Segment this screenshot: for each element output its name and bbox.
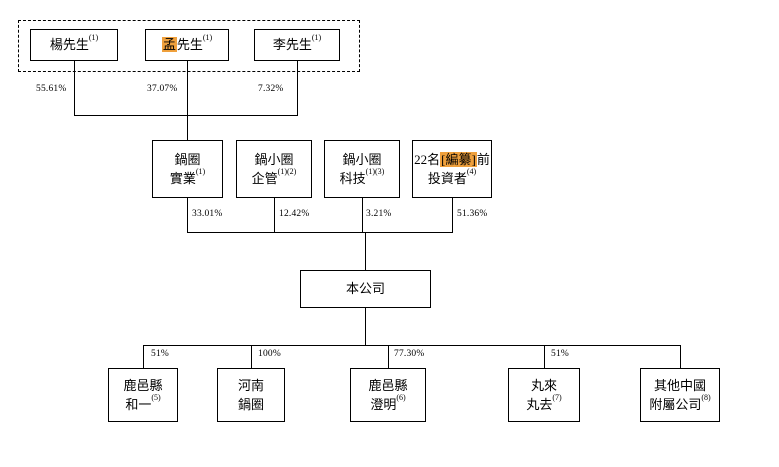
entity-name-line2: 附屬公司(8) [649,393,711,412]
ownership-percentage: 12.42% [279,209,310,219]
connector-line [274,198,275,232]
entity-name-line1: 22名[編纂]前 [414,151,490,167]
entity-name-line2: 企管(1)(2) [251,167,297,186]
connector-line [544,345,545,368]
entity-name-line2: 實業(1) [169,167,206,186]
entity-name-line1: 鹿邑縣 [368,377,408,393]
entity-name-line1: 鍋圈 [174,151,201,167]
subsidiary-box-wanlai-wanqu: 丸來 丸去(7) [508,368,580,422]
ownership-percentage: 51% [551,349,570,359]
ownership-percentage: 100% [258,349,281,359]
subsidiary-box-other-prc-subsidiaries: 其他中國 附屬公司(8) [640,368,720,422]
connector-line [365,308,366,345]
ownership-percentage: 7.32% [258,84,284,94]
subsidiary-box-henan-guoquan: 河南 鍋圈 [217,368,285,422]
ownership-percentage: 77.30% [394,349,425,359]
shareholder-box-meng: 孟先生(1) [145,29,229,61]
shareholder-box-li: 李先生(1) [254,29,340,61]
entity-name-line2: 丸去(7) [526,393,562,412]
entity-name-line1: 丸來 [530,377,557,393]
connector-line [143,345,681,346]
connector-line [74,115,298,116]
entity-name-line1: 其他中國 [653,377,706,393]
entity-name-line2: 和一(5) [125,393,161,412]
company-box: 本公司 [300,270,431,308]
entity-box-pre-investors: 22名[編纂]前 投資者(4) [412,140,492,198]
connector-line [452,198,453,232]
connector-line [297,61,298,115]
shareholder-name: 孟先生(1) [161,33,213,53]
ownership-percentage: 51% [151,349,170,359]
redaction-highlight: [編纂] [440,151,477,167]
connector-line [187,198,188,232]
shareholder-box-yang: 楊先生(1) [30,29,118,61]
entity-name-line1: 鹿邑縣 [123,377,163,393]
redaction-highlight: 孟 [161,37,177,53]
founders-group-outline [18,20,360,72]
connector-line [187,61,188,140]
entity-name-line2: 投資者(4) [427,167,477,186]
subsidiary-box-luyixian-heyi: 鹿邑縣 和一(5) [108,368,178,422]
ownership-percentage: 3.21% [366,209,392,219]
entity-box-guoquan-shiye: 鍋圈 實業(1) [152,140,223,198]
connector-line [143,345,144,368]
entity-name-line1: 鍋小圈 [254,151,294,167]
connector-line [388,345,389,368]
connector-line [187,232,453,233]
entity-name-line2: 鍋圈 [237,397,264,412]
connector-line [251,345,252,368]
ownership-percentage: 55.61% [36,84,67,94]
entity-name-line1: 河南 [237,377,264,393]
shareholder-name: 楊先生(1) [49,33,99,53]
ownership-percentage: 33.01% [192,209,223,219]
connector-line [74,61,75,115]
entity-name-line1: 鍋小圈 [342,151,382,167]
entity-name-line2: 科技(1)(3) [339,167,385,186]
subsidiary-box-luyixian-chengming: 鹿邑縣 澄明(6) [350,368,426,422]
connector-line [365,232,366,270]
connector-line [362,198,363,232]
shareholder-name: 李先生(1) [272,33,322,53]
ownership-percentage: 37.07% [147,84,178,94]
entity-name-line2: 澄明(6) [370,393,406,412]
entity-box-guoxiaoquan-qiguan: 鍋小圈 企管(1)(2) [236,140,312,198]
entity-box-guoxiaoquan-keji: 鍋小圈 科技(1)(3) [324,140,400,198]
company-name: 本公司 [345,281,385,297]
connector-line [680,345,681,368]
ownership-percentage: 51.36% [457,209,488,219]
